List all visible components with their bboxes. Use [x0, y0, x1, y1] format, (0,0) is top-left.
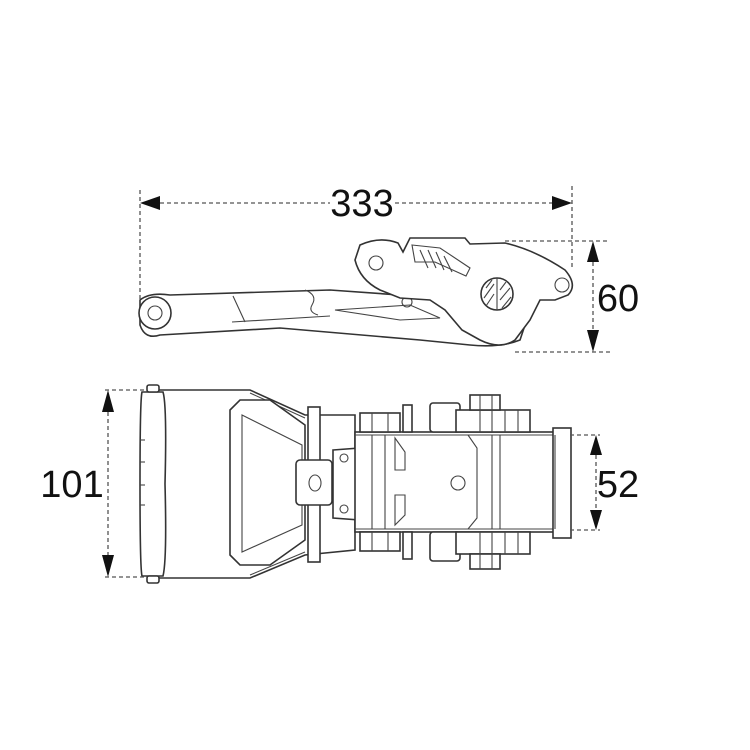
arrow-up-icon — [102, 390, 114, 412]
dimension-label-60: 60 — [597, 278, 639, 320]
arrow-down-icon — [102, 555, 114, 577]
dimension-label-333: 333 — [330, 183, 393, 225]
side-view — [138, 237, 574, 347]
dimension-label-52: 52 — [597, 464, 639, 506]
dimension-overall-width: 101 — [40, 389, 145, 578]
dimension-side-height: 60 — [505, 240, 639, 353]
dimension-overall-length: 333 — [139, 183, 573, 300]
arrow-up-icon — [587, 241, 599, 262]
arrow-up-icon — [590, 435, 602, 455]
arrow-down-icon — [587, 330, 599, 352]
top-view — [139, 384, 572, 584]
arrow-left-icon — [140, 196, 160, 210]
arrow-down-icon — [590, 510, 602, 530]
dimension-strap-width: 52 — [570, 434, 639, 531]
arrow-right-icon — [552, 196, 572, 210]
dimension-label-101: 101 — [40, 464, 103, 506]
